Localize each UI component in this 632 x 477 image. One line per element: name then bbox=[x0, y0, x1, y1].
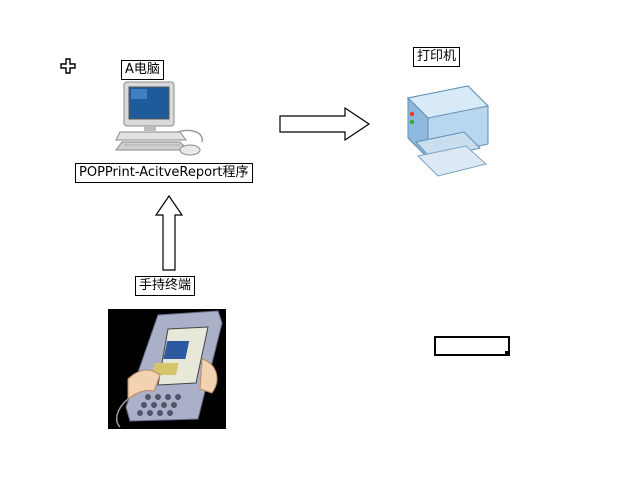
printer-icon bbox=[406, 85, 490, 177]
handheld-terminal-icon bbox=[108, 309, 226, 429]
resize-handle[interactable] bbox=[505, 351, 510, 356]
empty-text-box[interactable] bbox=[434, 336, 510, 356]
arrow-up-icon bbox=[154, 194, 184, 271]
computer-icon bbox=[115, 81, 203, 156]
handheld-label: 手持终端 bbox=[135, 276, 196, 296]
arrow-right-icon bbox=[279, 106, 371, 142]
program-label: POPPrint-AcitveReport程序 bbox=[75, 163, 253, 183]
move-cursor-icon bbox=[60, 58, 76, 74]
computer-label: A电脑 bbox=[121, 60, 164, 80]
printer-label: 打印机 bbox=[413, 47, 461, 67]
